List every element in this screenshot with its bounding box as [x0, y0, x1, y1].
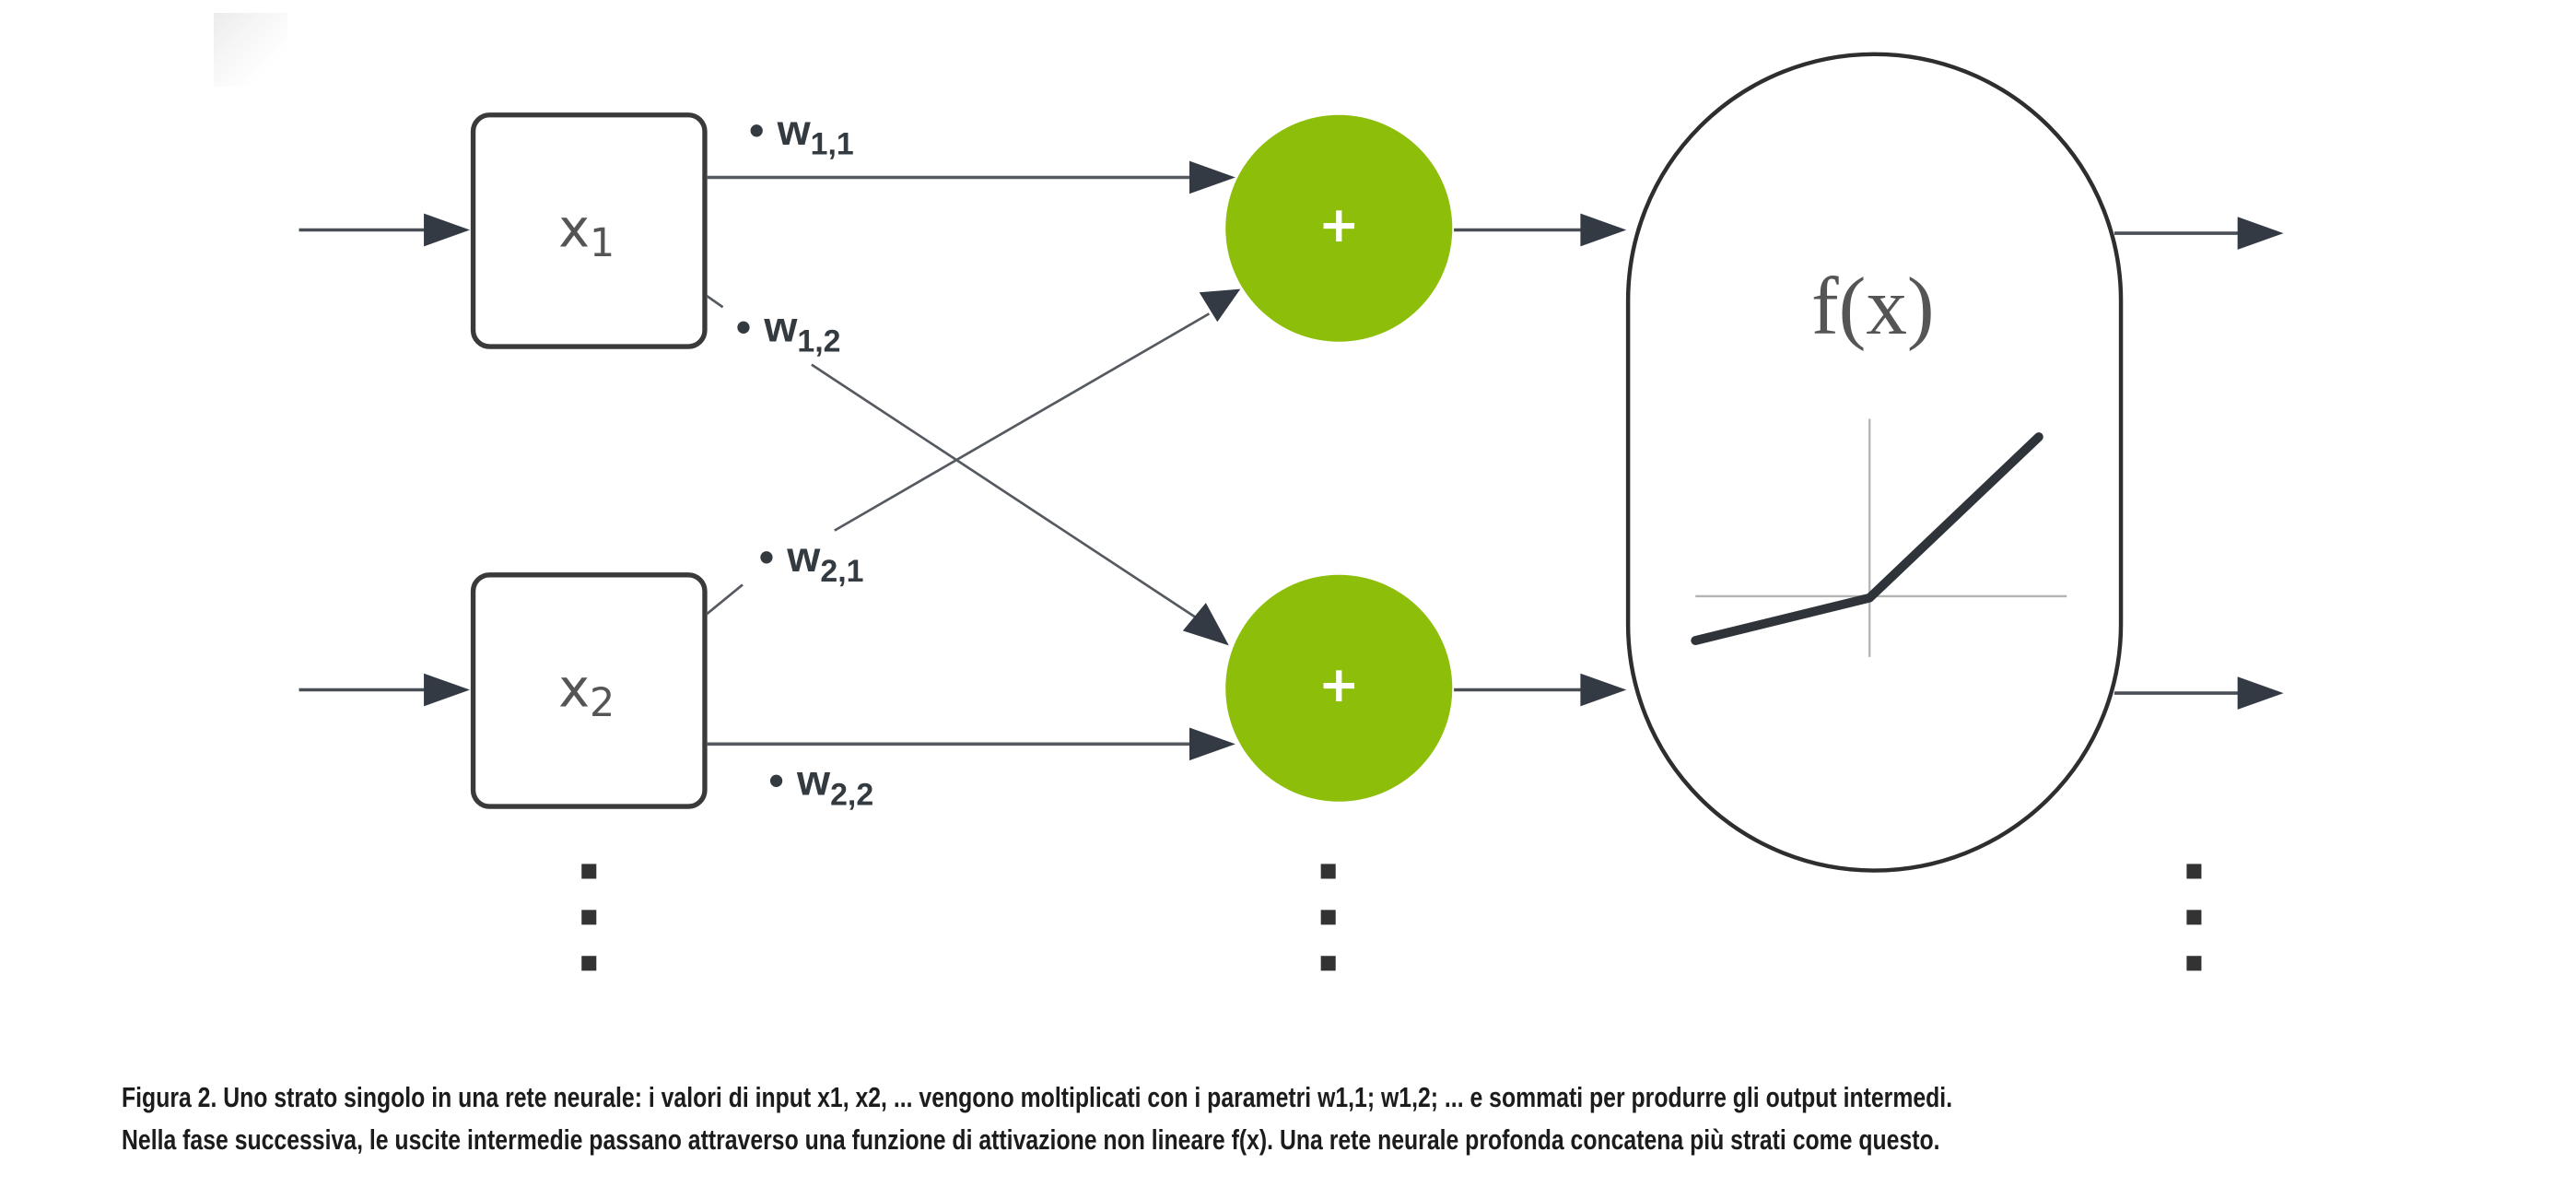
edge-w11	[706, 160, 1235, 194]
arrowhead-icon	[1580, 213, 1627, 247]
input-node-x2: x2	[470, 572, 708, 809]
input-arrow-2	[299, 673, 470, 707]
ellipsis-sums	[1320, 864, 1336, 971]
edge-w22	[706, 727, 1235, 761]
arrowhead-icon	[1189, 160, 1235, 194]
output-arrow-1	[2113, 217, 2284, 250]
sum-node-circle	[1225, 574, 1453, 802]
caption-line-1: Figura 2. Uno strato singolo in una rete…	[122, 1081, 1953, 1113]
weight-label-w21: •w2,1	[759, 533, 864, 589]
input-label-x1: x1	[558, 198, 615, 266]
input-node-x1: x1	[470, 112, 708, 349]
activation-node: f(x)	[1625, 52, 2124, 873]
sum-to-activation-arrow-1	[1454, 213, 1627, 247]
ellipsis-dot	[1320, 910, 1336, 925]
output-arrow-2	[2113, 676, 2284, 710]
weight-label-w22: •w2,2	[769, 757, 874, 813]
arrowhead-icon	[424, 213, 470, 247]
activation-label: f(x)	[1811, 262, 1935, 352]
ellipsis-dot	[581, 956, 597, 971]
caption-line-2: Nella fase successiva, le uscite interme…	[122, 1123, 1940, 1156]
input-label-x2: x2	[558, 658, 615, 726]
sum-node-circle	[1225, 114, 1453, 342]
leaky-relu-curve	[1691, 432, 2043, 645]
sum-node-2: +	[1225, 574, 1453, 802]
edge-w12	[705, 294, 1229, 646]
ellipsis-dot	[2186, 910, 2202, 925]
arrowhead-icon	[1182, 603, 1229, 646]
ellipsis-dot	[581, 910, 597, 925]
sum-to-activation-arrow-2	[1454, 673, 1627, 707]
ellipsis-inputs	[581, 864, 597, 971]
arrowhead-icon	[1580, 673, 1627, 707]
arrowhead-icon	[2237, 217, 2284, 250]
ellipsis-dot	[2186, 956, 2202, 971]
arrowhead-icon	[424, 673, 470, 707]
ellipsis-outputs	[2186, 864, 2202, 971]
edge-w21	[705, 288, 1241, 616]
plus-icon: +	[1318, 195, 1360, 253]
weight-label-w11: •w1,1	[749, 106, 854, 162]
input-arrow-1	[299, 213, 470, 247]
ellipsis-dot	[1320, 956, 1336, 971]
ellipsis-dot	[1320, 864, 1336, 879]
figure-caption: Figura 2. Uno strato singolo in una rete…	[122, 1076, 2517, 1161]
arrowhead-icon	[1199, 288, 1241, 323]
sum-node-1: +	[1225, 114, 1453, 342]
plus-icon: +	[1318, 655, 1360, 713]
ellipsis-dot	[2186, 864, 2202, 879]
corner-shade	[214, 13, 287, 87]
arrowhead-icon	[1189, 727, 1235, 761]
ellipsis-dot	[581, 864, 597, 879]
arrowhead-icon	[2237, 676, 2284, 710]
weight-label-w12: •w1,2	[736, 303, 841, 359]
activation-plot	[1691, 418, 2067, 657]
